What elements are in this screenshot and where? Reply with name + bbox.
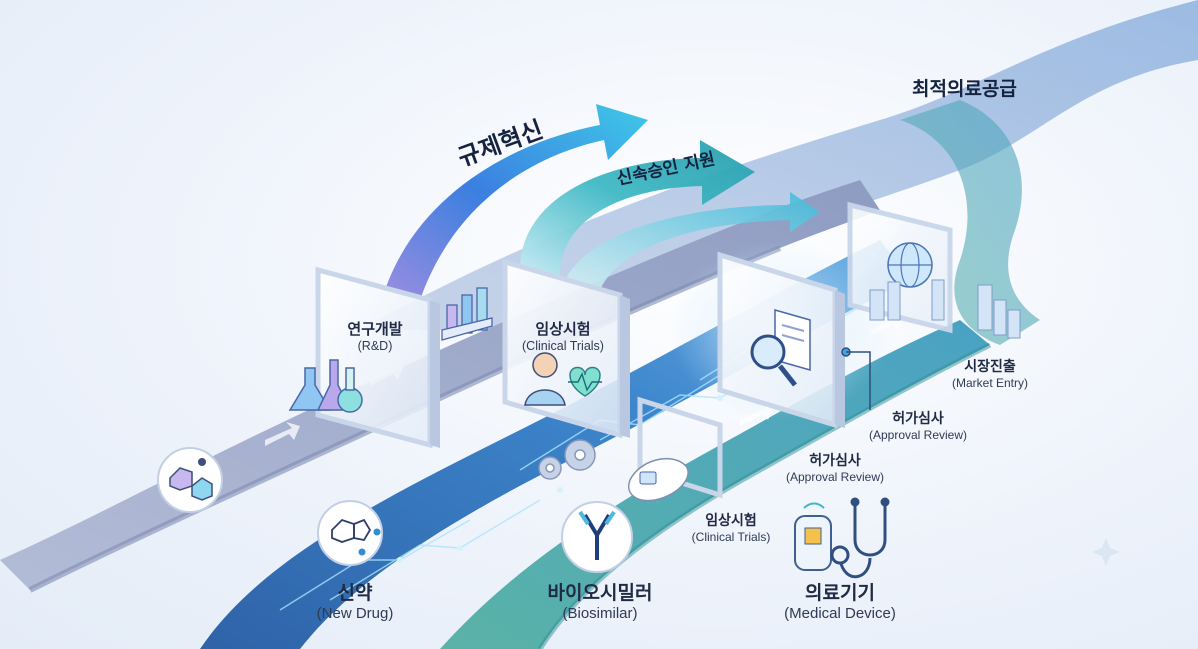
track-biosimilar-ko: 바이오시밀러 [547,582,653,604]
stage-approval-2-en: (Approval Review) [785,470,885,484]
stage-rd: 연구개발 (R&D) [335,318,415,353]
stage-approval-1: 허가심사 (Approval Review) [853,408,983,442]
globe-icon [887,242,933,288]
stage-market-entry: 시장진출 (Market Entry) [935,356,1045,390]
track-medical-device: 의료기기 (Medical Device) [765,578,915,622]
stage-clinical-1-en: (Clinical Trials) [522,339,604,353]
stage-approval-1-en: (Approval Review) [868,428,968,442]
panel-rd [315,266,440,449]
gear-icon [538,439,596,480]
test-tube-rack-icon [441,287,493,341]
compound-badge [317,500,383,566]
antibody-badge [561,501,633,573]
city-buildings-icon [869,279,1021,339]
stage-rd-ko: 연구개발 [347,320,403,338]
track-new-drug-ko: 신약 [337,582,373,604]
fast-track-arrow-2 [565,192,820,290]
stage-market-entry-en: (Market Entry) [951,376,1028,390]
stage-clinical-1: 임상시험 (Clinical Trials) [513,318,613,353]
approval-leader [841,347,871,410]
patient-heart-icon [524,352,602,406]
stage-clinical-2-ko: 임상시험 [705,513,757,529]
stage-approval-2: 허가심사 (Approval Review) [770,450,900,484]
stethoscope-icon [830,497,890,579]
track-biosimilar: 바이오시밀러 (Biosimilar) [525,578,675,622]
medical-device-icon [794,502,832,571]
stage-clinical-2-en: (Clinical Trials) [691,530,771,544]
stage-approval-1-ko: 허가심사 [892,411,944,427]
document-magnifier-icon [750,309,811,387]
wearable-patch-icon [628,457,689,502]
optimal-supply-label: 최적의료공급 [912,78,1017,100]
stage-clinical-1-ko: 임상시험 [535,320,591,338]
track-biosimilar-en: (Biosimilar) [562,605,638,622]
regulatory-innovation-arrow [385,104,648,300]
track-new-drug-en: (New Drug) [316,605,394,622]
track-medical-device-ko: 의료기기 [805,582,875,604]
supply-ribbon-branch [900,100,1040,345]
lane-new-drug-edge [28,245,782,593]
track-medical-device-en: (Medical Device) [784,605,896,622]
panel-clinical-2 [637,396,723,499]
supply-ribbon [360,0,1198,330]
flask-icon [288,359,363,413]
molecule-badge [157,447,223,513]
stage-rd-en: (R&D) [357,339,393,353]
track-new-drug: 신약 (New Drug) [300,578,410,622]
sparkle-icon [1092,538,1120,566]
stage-clinical-2: 임상시험 (Clinical Trials) [676,510,786,544]
stage-market-entry-ko: 시장진출 [964,359,1016,375]
stage-approval-2-ko: 허가심사 [809,453,861,469]
fast-track-arrow [520,140,755,275]
